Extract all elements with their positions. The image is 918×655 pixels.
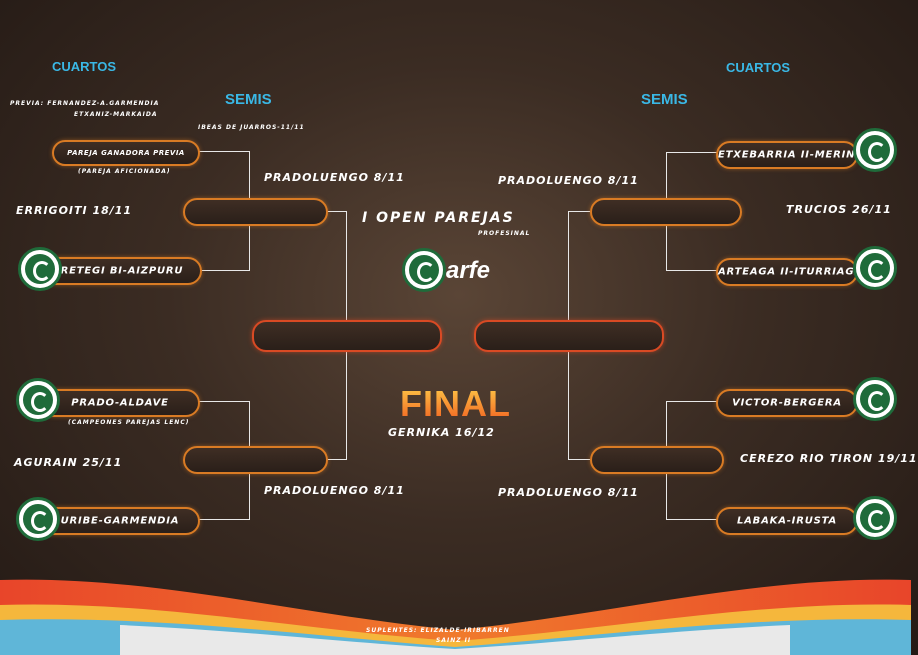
left-qf3-note: (CAMPEONES PAREJAS LENC): [68, 419, 190, 426]
right-qf-venue-1: TRUCIOS 26/11: [786, 203, 892, 216]
left-cuartos-header: CUARTOS: [52, 59, 117, 74]
bottom-wave-decoration: [0, 579, 911, 655]
previa-venue: IBEAS DE JUARROS-11/11: [198, 124, 305, 131]
right-qf3-team: VICTOR-BERGERA: [732, 397, 842, 409]
garfe-logo-icon: [16, 497, 60, 541]
garfe-logo-icon: [16, 378, 60, 422]
garfe-logo-icon: [18, 247, 62, 291]
footer-line-2: SAINZ II: [436, 637, 472, 644]
left-finalist-slot: [252, 320, 442, 352]
right-qf4-slot: LABAKA-IRUSTA: [716, 507, 858, 535]
right-qf1-slot: ETXEBARRIA II-MERINO II: [716, 141, 878, 169]
right-qf2-slot: ARTEAGA II-ITURRIAGA: [716, 258, 863, 286]
right-qf-venue-2: CEREZO RIO TIRON 19/11: [740, 452, 918, 465]
left-sf2-slot: [183, 446, 328, 474]
footer-line-1: SUPLENTES: ELIZALDE-IRIBARREN: [366, 627, 510, 634]
right-finalist-slot: [474, 320, 664, 352]
left-qf4-slot: URIBE-GARMENDIA: [40, 507, 200, 535]
right-sf2-slot: [590, 446, 724, 474]
garfe-logo-icon: [402, 248, 446, 292]
left-qf2-slot: RETEGI BI-AIZPURU: [42, 257, 202, 285]
tournament-title: I OPEN PAREJAS: [362, 210, 515, 226]
final-label: FINAL: [400, 383, 511, 424]
right-sf1-slot: [590, 198, 742, 226]
left-qf-venue-2: AGURAIN 25/11: [14, 456, 123, 469]
garfe-wordmark: arfe: [446, 257, 491, 284]
left-semis-header: SEMIS: [225, 91, 272, 108]
right-qf1-team: ETXEBARRIA II-MERINO II: [718, 149, 878, 161]
right-sf1-venue: PRADOLUENGO 8/11: [498, 174, 639, 187]
right-semis-header: SEMIS: [641, 91, 688, 108]
garfe-logo-icon: [853, 246, 897, 290]
left-qf1-slot: PAREJA GANADORA PREVIA: [52, 140, 200, 166]
previa-line-2: ETXANIZ-MARKAIDA: [74, 111, 158, 118]
left-sf2-venue: PRADOLUENGO 8/11: [264, 484, 405, 497]
left-qf4-team: URIBE-GARMENDIA: [60, 515, 180, 527]
left-qf-venue-1: ERRIGOITI 18/11: [16, 204, 133, 217]
final-venue: GERNIKA 16/12: [388, 426, 495, 439]
right-sf2-venue: PRADOLUENGO 8/11: [498, 486, 639, 499]
tournament-subtitle: PROFESINAL: [478, 230, 531, 237]
left-qf3-slot: PRADO-ALDAVE: [40, 389, 200, 417]
right-qf2-team: ARTEAGA II-ITURRIAGA: [718, 266, 863, 278]
left-qf2-team: RETEGI BI-AIZPURU: [60, 265, 184, 277]
right-qf3-slot: VICTOR-BERGERA: [716, 389, 858, 417]
left-sf1-venue: PRADOLUENGO 8/11: [264, 171, 405, 184]
garfe-logo-icon: [853, 496, 897, 540]
left-qf3-team: PRADO-ALDAVE: [71, 397, 169, 409]
garfe-logo-icon: [853, 128, 897, 172]
right-cuartos-header: CUARTOS: [726, 60, 791, 75]
left-qf1-note: (PAREJA AFICIONADA): [78, 168, 171, 175]
garfe-logo-icon: [853, 377, 897, 421]
left-qf1-team: PAREJA GANADORA PREVIA: [67, 149, 185, 157]
previa-line-1: PREVIA: FERNANDEZ-A.GARMENDIA: [10, 100, 160, 107]
left-sf1-slot: [183, 198, 328, 226]
right-qf4-team: LABAKA-IRUSTA: [736, 515, 838, 527]
